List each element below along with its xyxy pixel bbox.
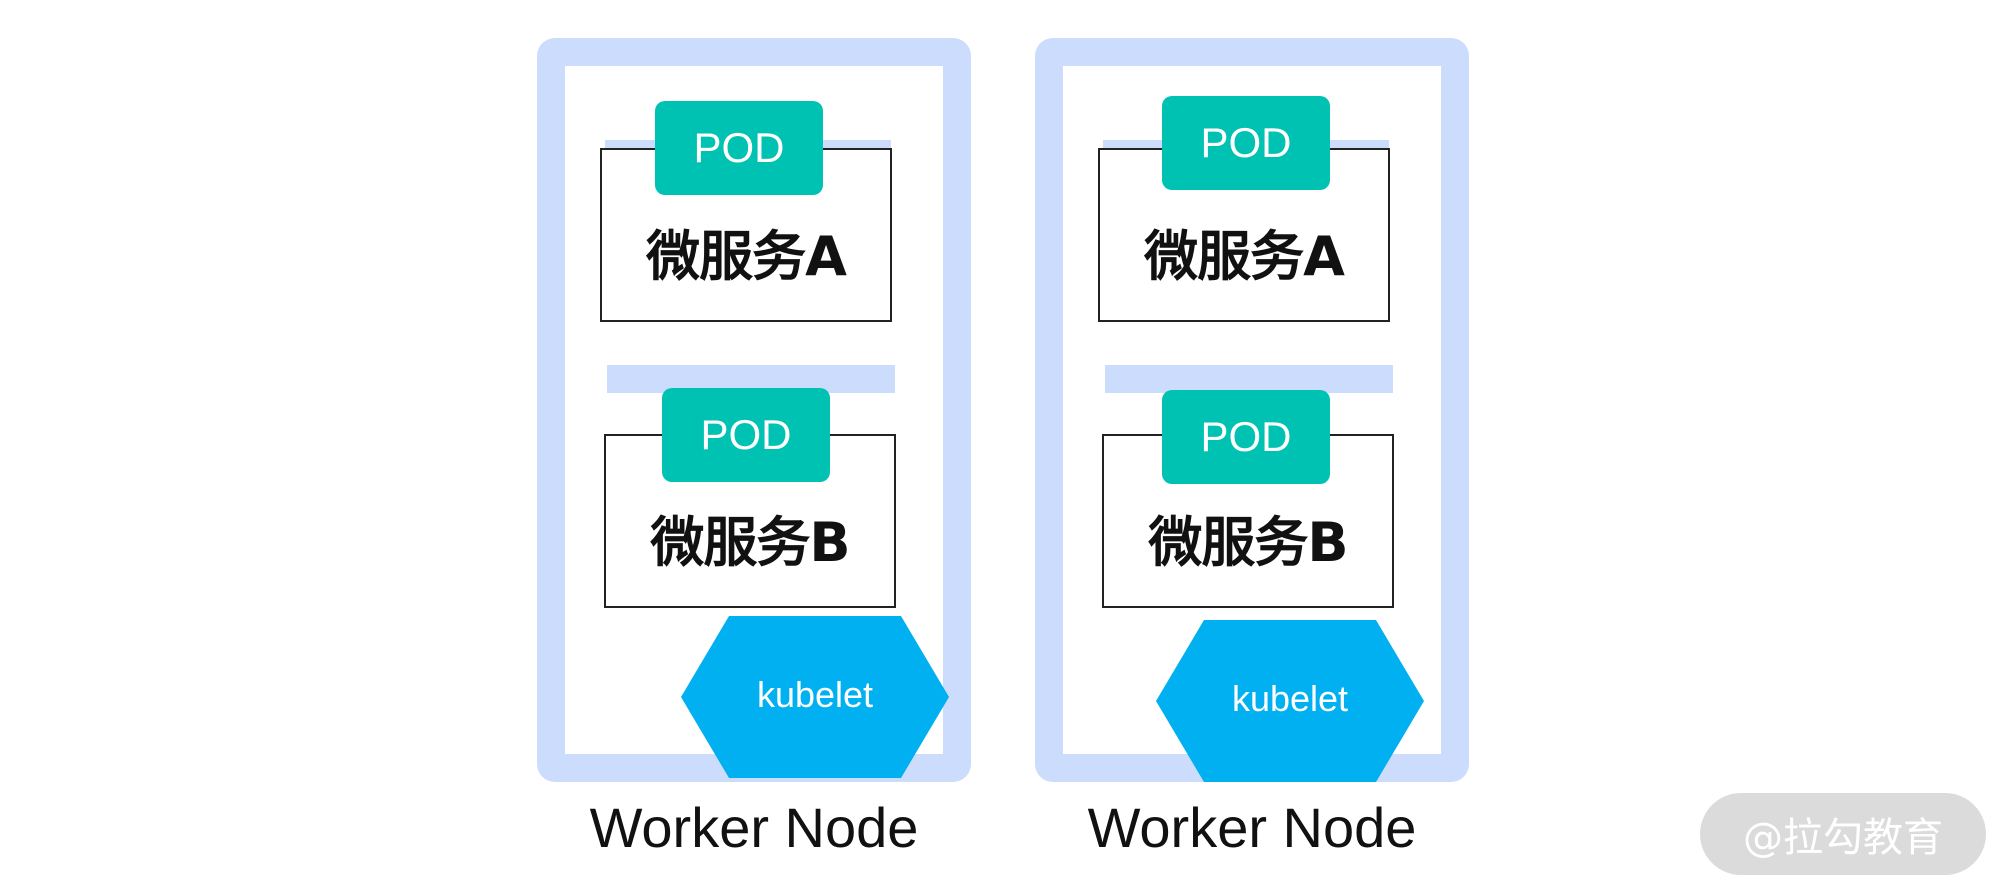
kubelet-label: kubelet: [756, 674, 874, 715]
pod-b-badge: POD: [1162, 390, 1330, 484]
kubelet-hexagon: kubelet: [681, 616, 949, 778]
service-b-label: 微服务B: [650, 511, 850, 574]
pod-a-badge: POD: [655, 101, 823, 195]
hexagon-icon: [681, 616, 949, 778]
pod-b-badge: POD: [662, 388, 830, 482]
kubelet-label: kubelet: [1231, 678, 1349, 719]
worker-node-2: 微服务A POD 微服务B POD kubelet: [1035, 38, 1469, 782]
service-a-label: 微服务A: [646, 225, 847, 288]
pod-a-badge: POD: [1162, 96, 1330, 190]
worker-node-1: 微服务A POD 微服务B POD kubelet: [537, 38, 971, 782]
service-a-box: 微服务A: [600, 148, 892, 322]
worker-node-2-label: Worker Node: [1087, 796, 1417, 859]
service-a-label: 微服务A: [1144, 225, 1345, 288]
node-separator: [1105, 365, 1393, 393]
kubelet-hexagon: kubelet: [1156, 620, 1424, 782]
watermark-badge: @拉勾教育: [1700, 793, 1986, 875]
hexagon-icon: [1156, 620, 1424, 782]
worker-node-1-label: Worker Node: [589, 796, 919, 859]
service-b-label: 微服务B: [1148, 511, 1348, 574]
